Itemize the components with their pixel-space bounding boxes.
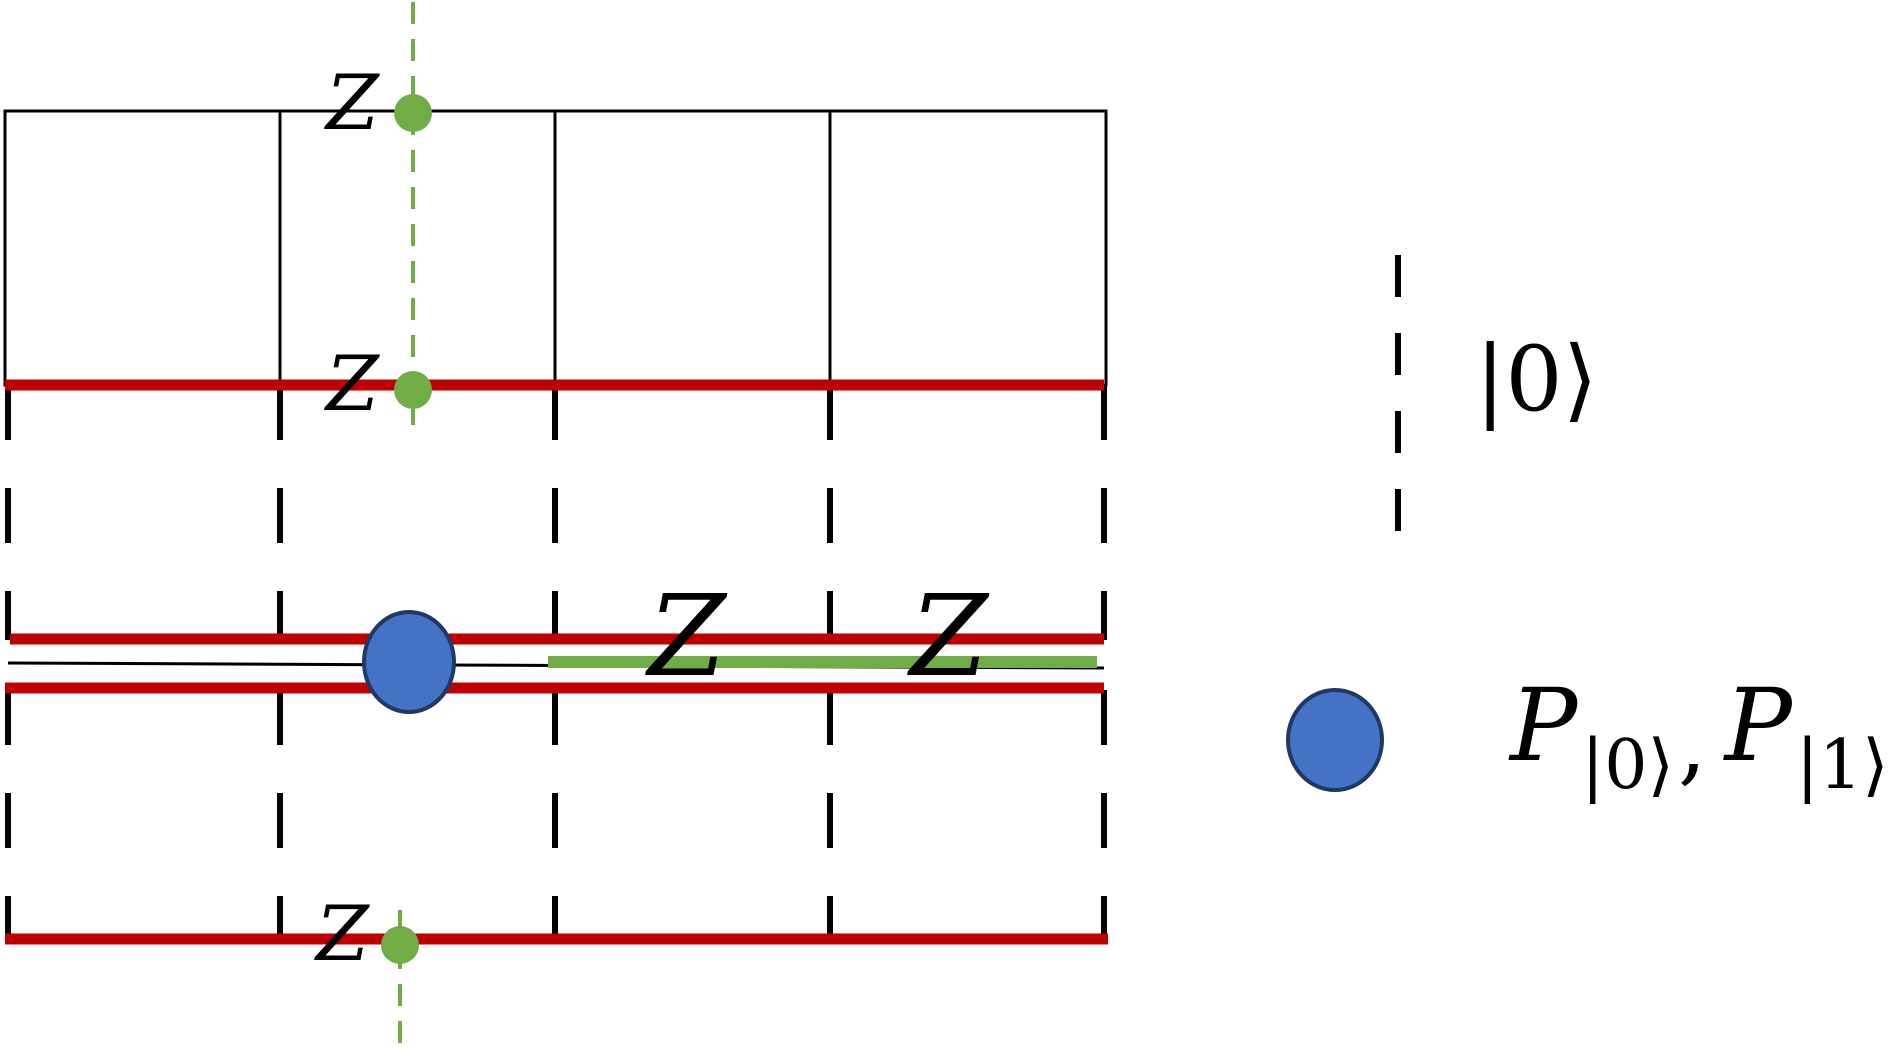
projector-circle (362, 610, 456, 714)
z-label-string-1: Z (645, 572, 728, 702)
legend-comma: , (1678, 691, 1707, 796)
green-dot-bottom (381, 926, 419, 964)
z-label-bottom: Z (314, 889, 370, 978)
z-label-middle: Z (324, 339, 380, 428)
legend-zero-label: |0⟩ (1475, 327, 1598, 432)
dashed-edges (5, 385, 1107, 940)
z-label-top: Z (324, 58, 380, 147)
top-solid-grid (3, 109, 1108, 387)
legend-p0-symbol: P (1508, 667, 1579, 784)
z-label-string-2: Z (907, 572, 990, 702)
red-lines (5, 379, 1108, 945)
legend-p1-symbol: P (1723, 667, 1794, 784)
green-dot-top (394, 94, 432, 132)
legend-projector-circle (1286, 688, 1384, 792)
legend-projector-label: P |0⟩ , P |1⟩ (1508, 667, 1889, 805)
green-dots (381, 94, 432, 964)
green-dashed-lines (398, 2, 415, 1049)
legend-p0-subscript: |0⟩ (1581, 726, 1674, 805)
green-dot-middle (394, 371, 432, 409)
legend-p1-subscript: |1⟩ (1796, 726, 1889, 805)
